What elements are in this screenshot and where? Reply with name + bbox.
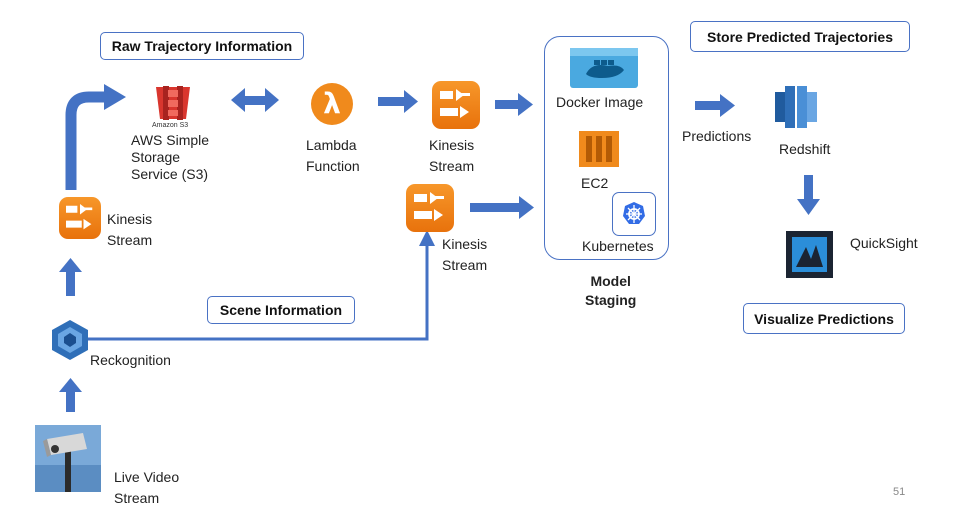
docker-label: Docker Image: [556, 94, 644, 110]
arrow-staging-redshift-head: [720, 94, 735, 117]
visualize-label: Visualize Predictions: [754, 310, 894, 327]
arrow-staging-redshift-shaft: [695, 101, 721, 110]
arrow-kinesis-top-staging-head: [518, 93, 533, 116]
visualize-box: Visualize Predictions: [743, 303, 905, 334]
kinesis-top-icon: [432, 81, 480, 129]
s3-label-line3: Service (S3): [131, 166, 209, 182]
kinesis-mid-label: Kinesis Stream: [442, 234, 487, 276]
docker-icon: [570, 48, 638, 88]
arrow-s3-lambda-shaft: [243, 96, 267, 105]
quicksight-label: QuickSight: [850, 235, 918, 251]
kinesis-left-label-line1: Kinesis: [107, 211, 153, 227]
redshift-label: Redshift: [779, 141, 831, 157]
lambda-label-line2: Function: [306, 158, 360, 174]
model-staging-line1: Model: [590, 273, 631, 289]
arrow-kinesis-mid-staging-head: [519, 196, 534, 219]
raw-trajectory-label: Raw Trajectory Information: [111, 38, 293, 54]
kinesis-top-label-line2: Stream: [429, 158, 475, 174]
lambda-label: Lambda Function: [306, 135, 360, 177]
live-video-label-line2: Stream: [114, 490, 160, 506]
s3-label: AWS Simple Storage Service (S3): [131, 130, 209, 185]
arrow-rekognition-kinesis-shaft: [66, 270, 75, 296]
arrow-kinesis-top-staging-shaft: [495, 100, 519, 109]
quicksight-icon: [786, 231, 833, 278]
kinesis-top-label: Kinesis Stream: [429, 135, 474, 177]
page-number: 51: [893, 486, 906, 498]
raw-trajectory-box: Raw Trajectory Information: [100, 32, 304, 60]
arrow-redshift-quicksight-shaft: [804, 175, 813, 200]
arrow-s3-lambda-right-head: [265, 88, 279, 112]
kinesis-left-icon: [59, 197, 101, 239]
store-predicted-label: Store Predicted Trajectories: [707, 28, 893, 45]
store-predicted-box: Store Predicted Trajectories: [690, 21, 910, 52]
model-staging-label: Model Staging: [585, 272, 636, 310]
model-staging-line2: Staging: [585, 292, 637, 308]
arrow-scene-info-line: [88, 244, 429, 341]
kinesis-left-label: Kinesis Stream: [107, 209, 152, 251]
arrow-video-rekognition-shaft: [66, 390, 75, 412]
live-video-label: Live Video Stream: [114, 467, 179, 509]
kubernetes-icon-frame: [612, 192, 656, 236]
kubernetes-icon: [623, 202, 645, 224]
kinesis-left-label-line2: Stream: [107, 232, 153, 248]
redshift-icon: [775, 86, 817, 128]
arrow-kinesis-mid-staging-shaft: [470, 203, 520, 212]
arrow-lambda-kinesis-shaft: [378, 97, 404, 106]
kinesis-mid-label-line1: Kinesis: [442, 236, 488, 252]
kinesis-mid-icon: [406, 184, 454, 232]
live-video-label-line1: Live Video: [114, 469, 180, 485]
kinesis-top-label-line1: Kinesis: [429, 137, 475, 153]
model-staging-container: [544, 36, 669, 260]
ec2-label: EC2: [581, 175, 609, 191]
s3-label-line1: AWS Simple: [131, 132, 210, 148]
security-camera-image: [35, 425, 101, 492]
ec2-icon: [579, 131, 619, 167]
lambda-icon: λ: [311, 83, 353, 125]
arrow-s3-lambda-left-head: [231, 88, 245, 112]
scene-info-box: Scene Information: [207, 296, 355, 324]
rekognition-label: Reckognition: [90, 352, 171, 368]
arrow-kinesis-to-s3-head: [104, 84, 126, 110]
scene-info-label: Scene Information: [219, 302, 343, 318]
kinesis-mid-label-line2: Stream: [442, 257, 488, 273]
arrow-scene-info-head: [419, 230, 435, 246]
s3-bucket-icon: [156, 86, 190, 120]
rekognition-icon: [52, 320, 88, 360]
svg-text:λ: λ: [323, 87, 341, 120]
arrow-rekognition-kinesis-head: [59, 258, 82, 272]
predictions-label: Predictions: [682, 128, 752, 144]
arrow-kinesis-to-s3: [65, 91, 107, 190]
arrow-lambda-kinesis-head: [404, 90, 418, 113]
arrow-redshift-quicksight-head: [797, 199, 820, 215]
arrow-video-rekognition-head: [59, 378, 82, 392]
lambda-label-line1: Lambda: [306, 137, 357, 153]
s3-label-line2: Storage: [131, 149, 181, 165]
kubernetes-label: Kubernetes: [582, 238, 654, 254]
s3-badge-text: Amazon S3: [152, 122, 189, 129]
